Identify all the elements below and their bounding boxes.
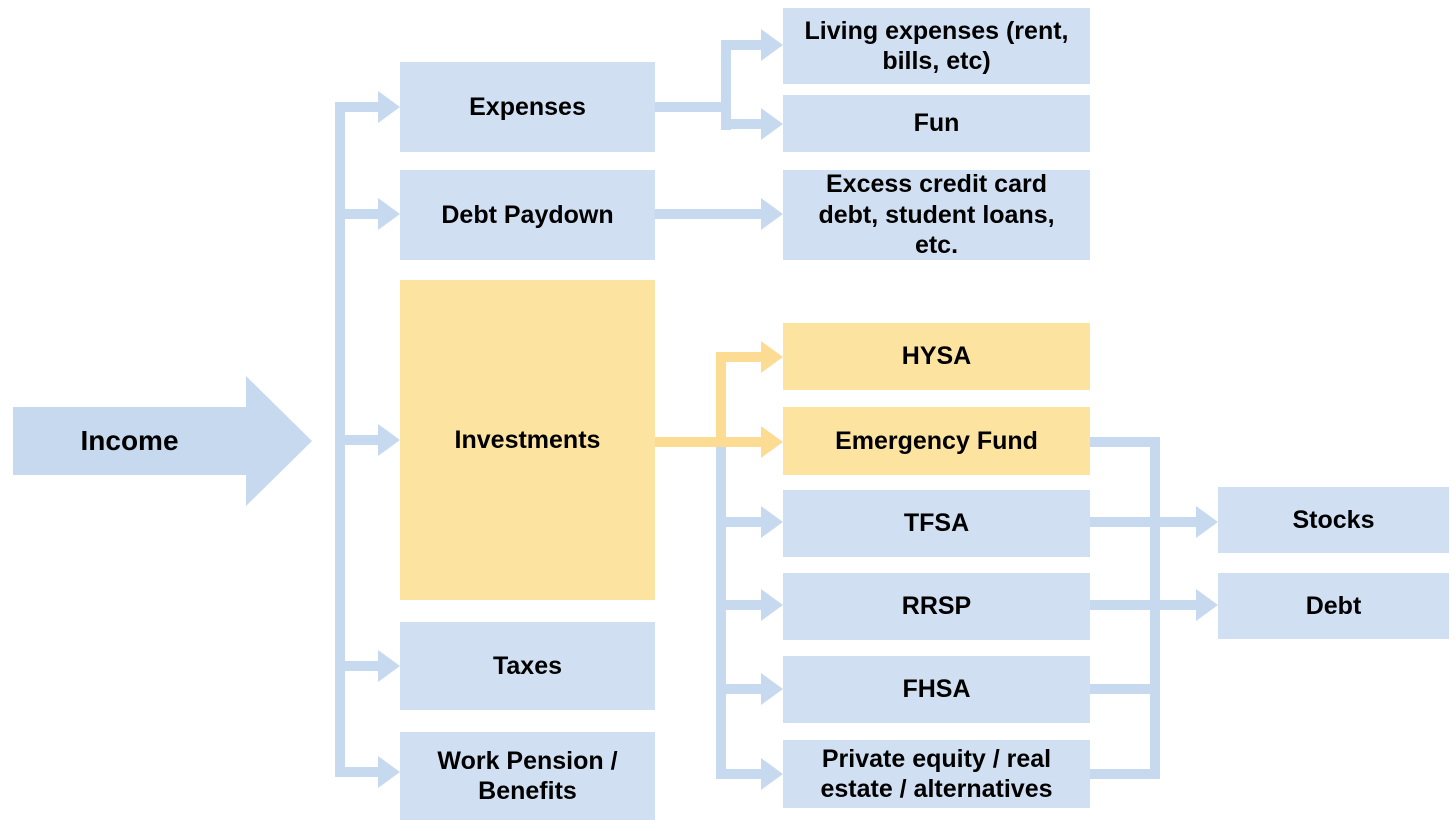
arrowhead-into-private-equity	[761, 758, 783, 790]
node-fun-label: Fun	[913, 109, 960, 138]
connector-income-expenses	[335, 102, 378, 112]
connector-income-debt-paydown	[335, 209, 378, 219]
connector-income-work-pension	[335, 767, 378, 777]
node-excess-debt-label: Excess credit card debt, student loans, …	[818, 170, 1055, 260]
connector-fhsa-bus	[1090, 684, 1160, 694]
arrowhead-into-emergency-fund	[761, 426, 783, 458]
connector-investments-hysa	[716, 352, 761, 362]
arrowhead-into-stocks	[1196, 506, 1218, 538]
node-fun: Fun	[783, 95, 1090, 152]
connector-income-investments	[335, 435, 378, 445]
node-excess-debt: Excess credit card debt, student loans, …	[783, 170, 1090, 260]
connector-rrsp-debt	[1090, 600, 1196, 610]
node-expenses: Expenses	[400, 62, 655, 152]
node-debt-paydown-label: Debt Paydown	[441, 200, 614, 229]
node-taxes-label: Taxes	[492, 651, 563, 680]
node-private-equity: Private equity / real estate / alternati…	[783, 740, 1090, 808]
node-living-expenses-label: Living expenses (rent, bills, etc)	[804, 16, 1069, 76]
node-emergency-fund: Emergency Fund	[783, 407, 1090, 475]
node-living-expenses: Living expenses (rent, bills, etc)	[783, 8, 1090, 84]
arrowhead-into-fun	[761, 108, 783, 140]
connector-investments-emergency-fund	[716, 437, 761, 447]
node-investments-label: Investments	[454, 425, 601, 454]
node-work-pension-label: Work Pension / Benefits	[437, 746, 618, 806]
node-income-label: Income	[80, 425, 179, 456]
node-stocks-label: Stocks	[1292, 505, 1375, 534]
node-investments: Investments	[400, 280, 655, 600]
connector-investments-stem	[655, 437, 726, 447]
arrowhead-into-excess-debt	[761, 198, 783, 230]
connector-expenses-fun	[721, 119, 761, 129]
arrowhead-into-fhsa	[761, 673, 783, 705]
node-hysa-label: HYSA	[901, 342, 972, 371]
connector-investments-private-equity	[716, 769, 761, 779]
connector-emergency-fund-bus	[1090, 437, 1160, 447]
arrowhead-into-tfsa	[761, 506, 783, 538]
node-debt-paydown: Debt Paydown	[400, 170, 655, 260]
node-income: Income	[13, 407, 246, 475]
connector-expenses-living	[721, 40, 761, 50]
node-rrsp: RRSP	[783, 573, 1090, 640]
node-rrsp-label: RRSP	[901, 592, 972, 621]
arrowhead-into-hysa	[761, 341, 783, 373]
arrowhead-into-taxes	[378, 650, 400, 682]
arrowhead-into-living-expenses	[761, 29, 783, 61]
node-taxes: Taxes	[400, 622, 655, 710]
node-work-pension: Work Pension / Benefits	[400, 732, 655, 820]
node-debt: Debt	[1218, 573, 1449, 639]
connector-investments-fhsa	[716, 684, 761, 694]
connector-investments-rrsp	[716, 600, 761, 610]
node-expenses-label: Expenses	[469, 92, 586, 121]
connector-income-taxes	[335, 661, 378, 671]
connector-private-equity-bus	[1090, 769, 1160, 779]
connector-tfsa-stocks	[1090, 517, 1196, 527]
node-fhsa: FHSA	[783, 656, 1090, 723]
arrowhead-into-rrsp	[761, 589, 783, 621]
node-tfsa-label: TFSA	[903, 509, 970, 538]
node-emergency-fund-label: Emergency Fund	[835, 426, 1038, 455]
node-tfsa: TFSA	[783, 490, 1090, 557]
connector-debt-paydown-excess	[655, 209, 761, 219]
node-hysa: HYSA	[783, 323, 1090, 390]
node-debt-label: Debt	[1305, 591, 1362, 620]
connector-investments-tfsa	[716, 517, 761, 527]
connector-investments-split-yellow	[716, 352, 726, 447]
node-private-equity-label: Private equity / real estate / alternati…	[820, 744, 1053, 804]
arrowhead-into-expenses	[378, 91, 400, 123]
income-arrowhead	[246, 376, 312, 506]
connector-expenses-split	[721, 40, 731, 130]
node-fhsa-label: FHSA	[902, 675, 971, 704]
arrowhead-into-investments	[378, 424, 400, 456]
arrowhead-into-work-pension	[378, 756, 400, 788]
arrowhead-into-debt	[1196, 589, 1218, 621]
connector-investments-trunk	[716, 447, 726, 779]
node-stocks: Stocks	[1218, 487, 1449, 553]
arrowhead-into-debt-paydown	[378, 198, 400, 230]
connector-expenses-stem	[655, 102, 731, 112]
